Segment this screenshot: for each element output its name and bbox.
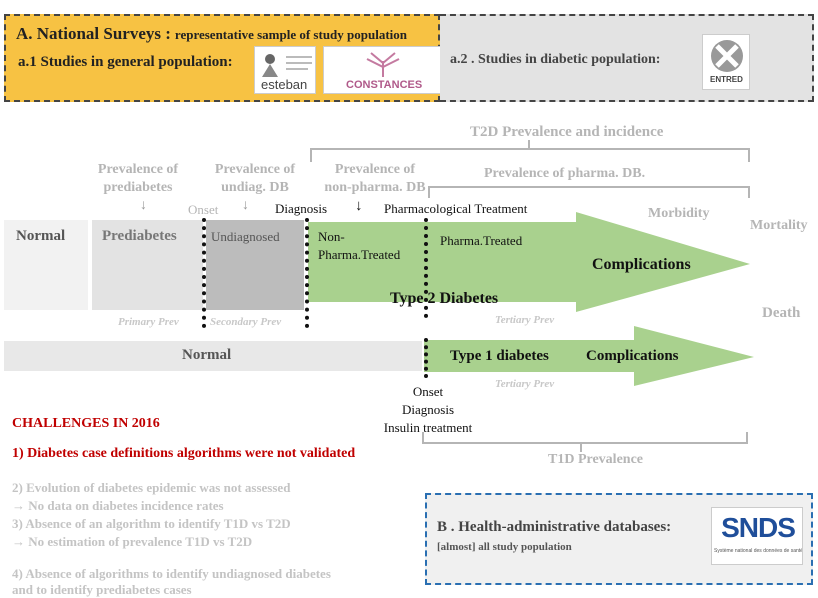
t1d-normal-block (4, 341, 422, 371)
prediabetes-block (92, 220, 203, 310)
pharma-treatment-label: Pharmacological Treatment (384, 201, 528, 216)
national-surveys-box: A. National Surveys : representative sam… (4, 14, 441, 102)
type1-label: Type 1 diabetes (450, 348, 549, 364)
entred-x-icon (711, 40, 743, 72)
type2-label: Type 2 Diabetes (390, 290, 499, 307)
pharma-treated-label: Pharma.Treated (440, 233, 523, 248)
t1d-prevalence-label: T1D Prevalence (548, 452, 643, 467)
challenge-item-4a: and to identify prediabetes cases (12, 582, 192, 597)
t2d-complications-label: Complications (592, 256, 691, 273)
prev-nonpharma-label: Prevalence of non-pharma. DB (324, 162, 426, 195)
non-pharma-label: Non-Pharma.Treated (318, 229, 401, 262)
t2d-prevalence-incidence-label: T2D Prevalence and incidence (470, 124, 664, 140)
t1d-arrow (424, 326, 754, 386)
secondary-prev-label: Secondary Prev (210, 316, 282, 328)
pharma-bracket (428, 186, 750, 198)
challenge-item-3a: → No estimation of prevalence T1D vs T2D (12, 534, 253, 549)
t2d-normal-block (4, 220, 88, 310)
box-a-title: A. National Surveys : (16, 24, 171, 43)
undiagnosed-label: Undiagnosed (211, 229, 280, 244)
t2d-bracket-tick (528, 140, 530, 149)
t1d-diagnosis-label: Diagnosis (402, 402, 454, 417)
box-b-subtitle: [almost] all study population (437, 541, 572, 553)
diagnosis-divider (305, 218, 309, 328)
t1d-bracket (422, 432, 748, 444)
t2d-arrow (308, 212, 750, 312)
challenge-item-3: 3) Absence of an algorithm to identify T… (12, 516, 291, 531)
mortality-label: Mortality (750, 218, 808, 233)
a2-label: a.2 . Studies in diabetic population: (450, 52, 661, 67)
t2d-tertiary-prev-label: Tertiary Prev (495, 314, 555, 326)
diagnosis-arrow-icon: ↓ (355, 198, 363, 214)
prev-undiag-label: Prevalence of undiag. DB (214, 162, 296, 195)
prediabetes-arrow-icon: ↓ (140, 198, 147, 213)
undiag-divider (202, 218, 206, 328)
primary-prev-label: Primary Prev (118, 316, 179, 328)
death-label: Death (762, 305, 801, 321)
challenge-item-4: 4) Absence of algorithms to identify und… (12, 566, 331, 581)
entred-logo-text: ENTRED (710, 75, 743, 84)
entred-logo: ENTRED (702, 34, 750, 90)
box-b-title: B . Health-administrative databases: (437, 519, 672, 535)
snds-logo: SNDS Système national des données de san… (711, 507, 803, 565)
prediabetes-label: Prediabetes (102, 228, 177, 244)
t1d-normal-label: Normal (182, 347, 232, 363)
constances-logo: CONSTANCES (323, 46, 441, 94)
t2d-bracket (310, 148, 750, 162)
t2d-normal-label: Normal (16, 228, 66, 244)
prev-prediabetes-label: Prevalence of prediabetes (97, 162, 179, 195)
challenges-title: CHALLENGES IN 2016 (12, 416, 160, 431)
t1d-tertiary-prev-label: Tertiary Prev (495, 378, 555, 390)
t1d-insulin-label: Insulin treatment (383, 420, 473, 435)
a1-label: a.1 Studies in general population: (18, 54, 233, 70)
constances-logo-text: CONSTANCES (346, 79, 423, 91)
t1d-complications-label: Complications (586, 348, 679, 364)
morbidity-label: Morbidity (648, 206, 710, 221)
esteban-figure-icon (262, 54, 312, 77)
t1d-bracket-tick (580, 443, 582, 452)
esteban-logo-text: esteban (261, 77, 308, 92)
onset-label: Onset (188, 202, 219, 217)
snds-logo-text: SNDS (721, 512, 796, 543)
challenge-item-2: 2) Evolution of diabetes epidemic was no… (12, 480, 291, 495)
esteban-logo: esteban (254, 46, 316, 94)
pharma-divider (424, 218, 428, 318)
diagnosis-label: Diagnosis (275, 201, 327, 216)
undiagnosed-block (206, 220, 304, 310)
t1d-onset-label: Onset (412, 384, 444, 399)
health-admin-db-box: B . Health-administrative databases: [al… (425, 493, 813, 585)
prev-pharma-label: Prevalence of pharma. DB. (484, 166, 646, 181)
challenge-item-2a: → No data on diabetes incidence rates (12, 498, 224, 513)
undiag-arrow-icon: ↓ (242, 198, 249, 213)
t1d-divider (424, 338, 428, 378)
constances-tree-icon (366, 52, 400, 77)
challenge-item-1: 1) Diabetes case definitions algorithms … (12, 446, 356, 461)
box-a-subtitle: representative sample of study populatio… (174, 27, 407, 42)
diabetic-population-box: a.2 . Studies in diabetic population: EN… (440, 14, 814, 102)
snds-logo-subtext: Système national des données de santé (714, 548, 802, 554)
